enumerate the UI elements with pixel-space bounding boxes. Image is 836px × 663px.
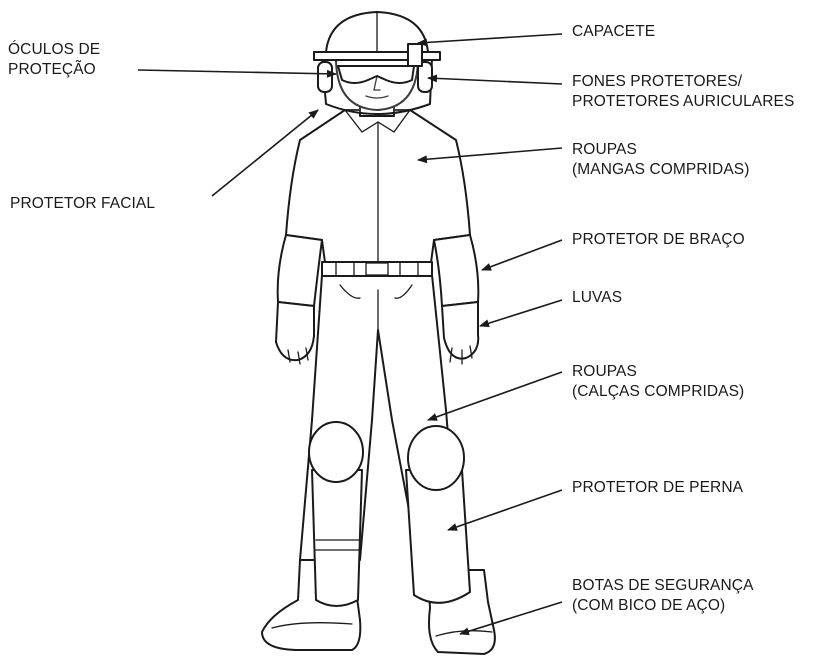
arrow-fones	[428, 78, 562, 84]
label-botas-line1: BOTAS DE SEGURANÇA	[572, 576, 754, 596]
arrow-oculos	[138, 70, 336, 74]
label-roupas-mangas-line2: (MANGAS COMPRIDAS)	[572, 160, 749, 180]
helmet	[314, 12, 440, 66]
arrow-luvas	[480, 300, 562, 326]
label-protetor-braco: PROTETOR DE BRAÇO	[572, 230, 745, 250]
arrow-protetor-braco	[482, 240, 562, 270]
label-protetor-braco-text: PROTETOR DE BRAÇO	[572, 230, 745, 250]
label-protetor-facial-text: PROTETOR FACIAL	[10, 194, 155, 214]
label-roupas-calcas-line1: ROUPAS	[572, 362, 744, 382]
label-roupas-calcas: ROUPAS (CALÇAS COMPRIDAS)	[572, 362, 744, 402]
label-protetor-perna: PROTETOR DE PERNA	[572, 478, 743, 498]
label-capacete: CAPACETE	[572, 22, 655, 42]
belt	[322, 262, 432, 276]
label-roupas-mangas: ROUPAS (MANGAS COMPRIDAS)	[572, 140, 749, 180]
label-oculos-line1: ÓCULOS DE	[8, 40, 100, 60]
label-botas-line2: (COM BICO DE AÇO)	[572, 596, 754, 616]
label-luvas-text: LUVAS	[572, 288, 622, 308]
label-oculos: ÓCULOS DE PROTEÇÃO	[8, 40, 100, 80]
label-botas: BOTAS DE SEGURANÇA (COM BICO DE AÇO)	[572, 576, 754, 616]
label-protetor-facial: PROTETOR FACIAL	[10, 194, 155, 214]
label-luvas: LUVAS	[572, 288, 622, 308]
label-fones-line2: PROTETORES AURICULARES	[572, 92, 794, 112]
label-fones-line1: FONES PROTETORES/	[572, 72, 794, 92]
label-capacete-text: CAPACETE	[572, 22, 655, 42]
label-protetor-perna-text: PROTETOR DE PERNA	[572, 478, 743, 498]
label-fones: FONES PROTETORES/ PROTETORES AURICULARES	[572, 72, 794, 112]
arrow-roupas-calcas	[428, 372, 562, 420]
worker-figure	[262, 12, 495, 654]
label-oculos-line2: PROTEÇÃO	[8, 60, 100, 80]
arrow-capacete	[418, 34, 562, 43]
label-roupas-mangas-line1: ROUPAS	[572, 140, 749, 160]
label-roupas-calcas-line2: (CALÇAS COMPRIDAS)	[572, 382, 744, 402]
leg-protectors	[309, 422, 470, 606]
